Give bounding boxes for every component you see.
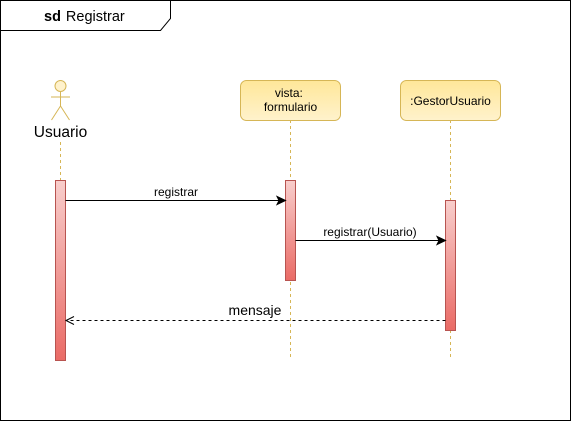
activations <box>55 180 456 361</box>
participant-gestor[interactable]: :GestorUsuario <box>400 80 501 121</box>
arrowhead-filled-icon <box>435 235 447 246</box>
object-label: :GestorUsuario <box>410 94 491 108</box>
frame-keyword: sd <box>44 9 61 25</box>
arrowhead-filled-icon <box>275 195 287 206</box>
message-label: registrar(Usuario) <box>323 225 416 239</box>
message-label: registrar <box>154 185 198 199</box>
activation-usuario <box>55 180 66 361</box>
message-mensaje[interactable]: mensaje <box>64 302 446 325</box>
frame-tab <box>0 0 171 31</box>
activation-gestor <box>445 200 456 331</box>
message-registrar[interactable]: registrar <box>65 185 287 206</box>
actor-label: Usuario <box>34 124 87 141</box>
object-label: vista: formulario <box>264 86 318 114</box>
frame-title: sd Registrar <box>44 9 125 25</box>
message-label: mensaje <box>229 302 282 318</box>
object-label-line-1: vista: <box>275 86 303 100</box>
object-box <box>240 80 341 121</box>
participant-vista[interactable]: vista: formulario <box>240 80 341 121</box>
activation-vista <box>285 180 296 281</box>
stick-figure-icon <box>51 80 70 121</box>
object-box <box>400 80 501 121</box>
arrowhead-open-icon <box>64 316 75 325</box>
message-registrar-usuario[interactable]: registrar(Usuario) <box>295 225 447 246</box>
object-label-line-2: formulario <box>264 100 318 114</box>
participant-usuario[interactable]: Usuario <box>34 80 87 142</box>
frame-name: Registrar <box>66 9 125 25</box>
